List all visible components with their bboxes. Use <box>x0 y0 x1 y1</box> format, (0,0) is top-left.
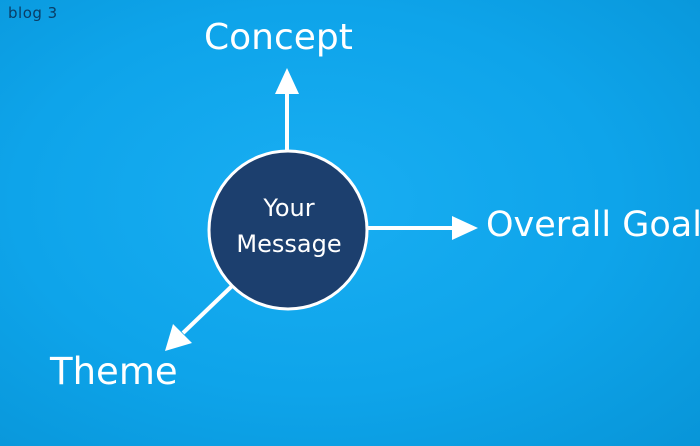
center-label-line-1: Your <box>263 194 315 222</box>
branch-label-theme: Theme <box>50 350 178 393</box>
arrow-to-overall-goal <box>368 216 478 240</box>
center-label: Your Message <box>208 190 370 262</box>
center-circle <box>207 149 369 311</box>
center-label-line-2: Message <box>236 230 342 258</box>
watermark: blog 3 <box>8 4 58 22</box>
arrow-to-theme <box>165 284 234 351</box>
branch-label-concept: Concept <box>204 17 353 58</box>
arrow-to-concept <box>275 68 299 152</box>
branch-label-overall-goal: Overall Goal <box>486 205 700 245</box>
